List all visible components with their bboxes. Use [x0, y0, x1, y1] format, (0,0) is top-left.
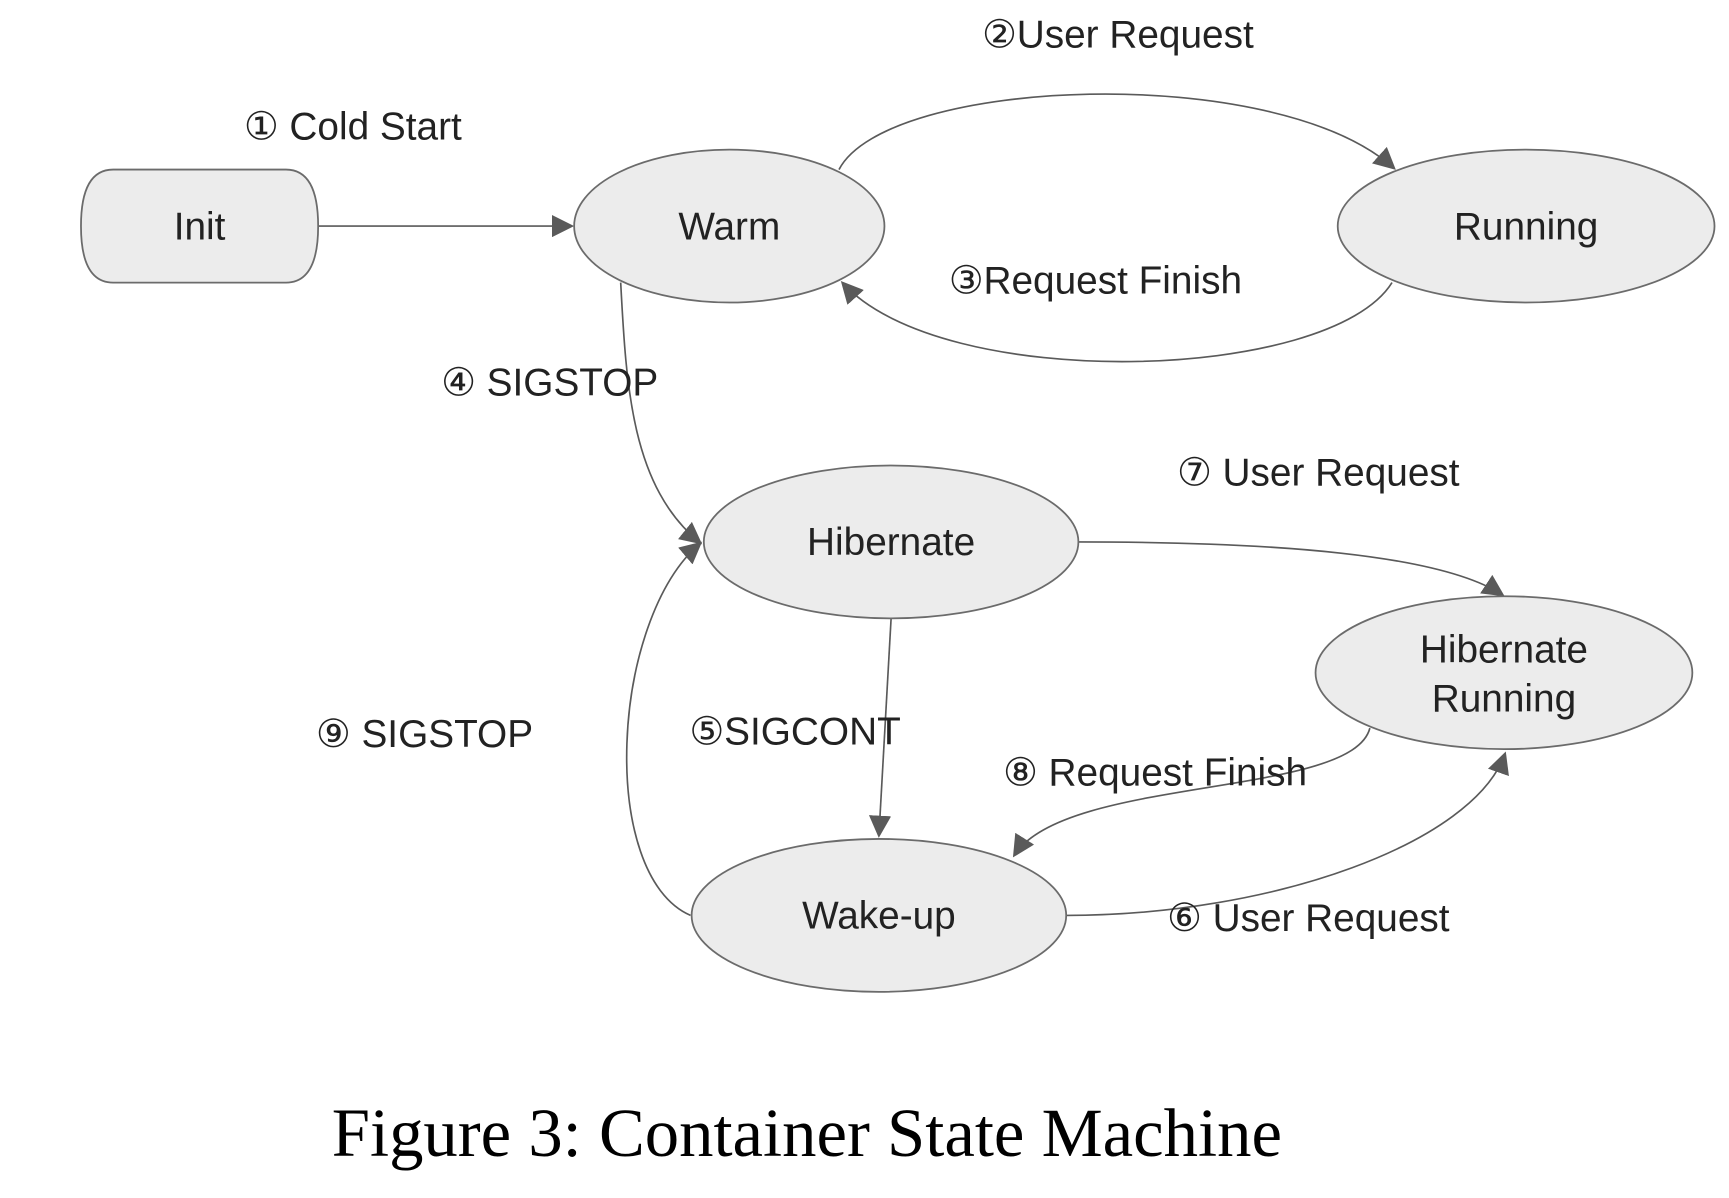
edge-request-finish-3	[840, 280, 1393, 363]
state-hibernate-running-label-line1: Hibernate	[1420, 629, 1588, 672]
state-warm-label: Warm	[678, 205, 780, 248]
edge-label-user-request-7: ⑦ User Request	[1177, 451, 1460, 494]
state-running-label: Running	[1454, 205, 1598, 248]
state-wakeup-label: Wake-up	[802, 895, 956, 938]
edge-sigstop-4	[619, 282, 703, 545]
state-wakeup[interactable]: Wake-up	[690, 838, 1068, 993]
edge-label-sigstop-9: ⑨ SIGSTOP	[316, 713, 533, 756]
edge-user-request-6	[1066, 751, 1509, 917]
edge-sigcont-5	[868, 618, 892, 838]
edge-request-finish-8	[1012, 727, 1371, 858]
state-hibernate-label: Hibernate	[807, 521, 975, 564]
edge-label-sigstop-4: ④ SIGSTOP	[441, 362, 658, 405]
state-warm[interactable]: Warm	[573, 148, 886, 304]
state-hibernate-running[interactable]: Hibernate Running	[1314, 595, 1694, 751]
state-hibernate[interactable]: Hibernate	[702, 464, 1080, 620]
edge-label-user-request-2: ②User Request	[982, 14, 1254, 57]
state-init-label: Init	[174, 205, 226, 248]
edge-user-request-7	[1078, 541, 1505, 597]
edge-label-request-finish-3: ③Request Finish	[949, 260, 1242, 303]
state-hibernate-running-label-line2: Running	[1432, 677, 1576, 720]
edge-sigstop-9	[625, 541, 703, 917]
state-running[interactable]: Running	[1336, 148, 1716, 304]
edge-label-request-finish-8: ⑧ Request Finish	[1003, 752, 1307, 795]
edge-label-cold-start: ① Cold Start	[244, 106, 462, 149]
state-init[interactable]: Init	[80, 168, 320, 284]
edge-label-sigcont-5: ⑤SIGCONT	[689, 711, 900, 754]
edge-label-user-request-6: ⑥ User Request	[1167, 897, 1450, 940]
edge-user-request-2	[838, 93, 1396, 170]
figure-caption: Figure 3: Container State Machine	[332, 1095, 1282, 1171]
